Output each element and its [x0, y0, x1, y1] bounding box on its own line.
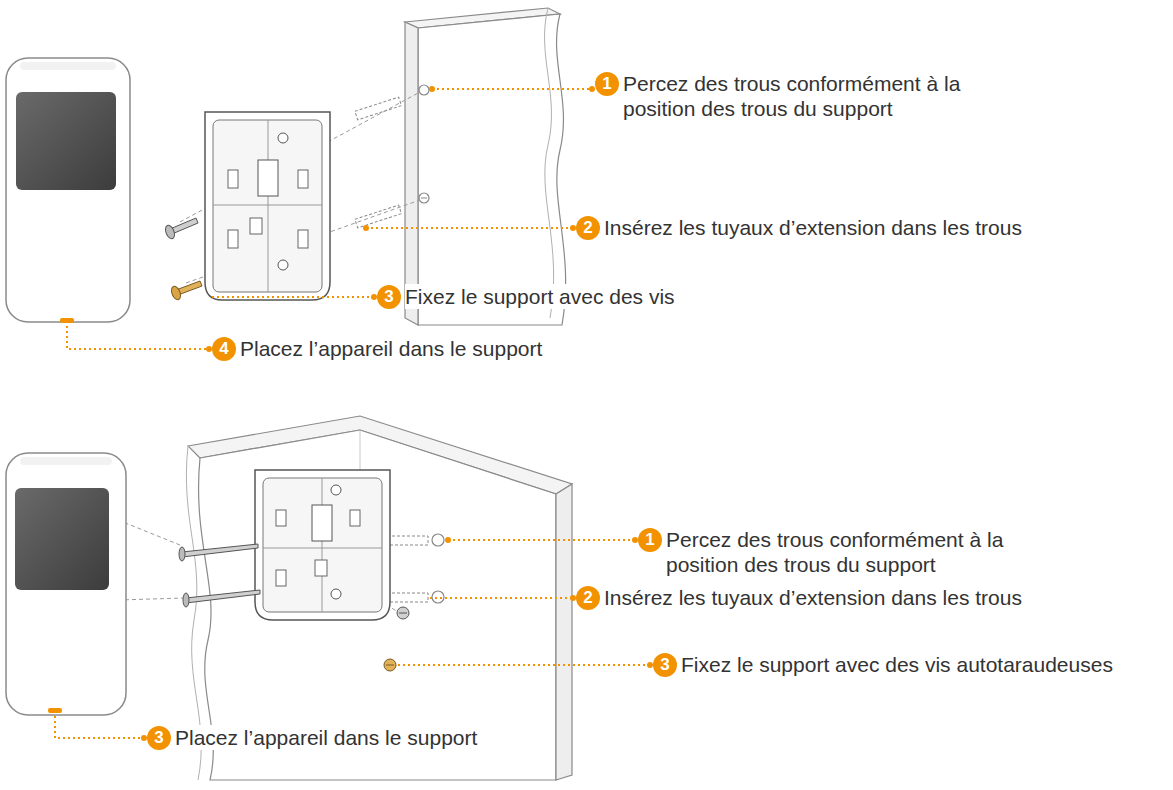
callout-step: 3Fixez le support avec des vis autotarau…	[653, 653, 1113, 677]
callout-number: 1	[595, 72, 619, 96]
wall-holes-top	[419, 85, 429, 203]
callout-step: 2Insérez les tuyaux d’extension dans les…	[576, 586, 1094, 610]
sensor-device-top	[6, 58, 130, 323]
callout-step: 1Percez des trous conformément à la posi…	[595, 72, 985, 121]
step-instruction: Insérez les tuyaux d’extension dans les …	[604, 585, 1094, 610]
callout-step: 3Fixez le support avec des vis	[377, 285, 675, 309]
callout-step: 3Placez l’appareil dans le support	[147, 726, 477, 750]
callout-step: 4Placez l’appareil dans le support	[212, 337, 542, 361]
callout-number: 3	[377, 285, 401, 309]
callout-number: 2	[576, 216, 600, 240]
step-instruction: Insérez les tuyaux d’extension dans les …	[604, 215, 1094, 240]
callout-number: 4	[212, 337, 236, 361]
callout-step: 1Percez des trous conformément à la posi…	[638, 528, 1041, 577]
step-instruction: Fixez le support avec des vis autotaraud…	[681, 652, 1113, 677]
step-instruction: Placez l’appareil dans le support	[240, 336, 542, 361]
leader-dots	[141, 86, 653, 741]
leader-lines	[55, 89, 650, 738]
wall-holes-bottom	[432, 534, 444, 603]
wall-top	[405, 8, 566, 325]
screws-top	[164, 218, 202, 301]
step-instruction: Percez des trous conformément à la posit…	[666, 527, 1041, 577]
step-instruction: Percez des trous conformément à la posit…	[623, 71, 985, 121]
bracket-bottom	[255, 470, 390, 620]
callout-number: 3	[147, 726, 171, 750]
callout-number: 2	[576, 586, 600, 610]
callout-number: 1	[638, 528, 662, 552]
step-instruction: Fixez le support avec des vis	[405, 284, 675, 309]
callout-number: 3	[653, 653, 677, 677]
bracket-top	[205, 112, 330, 300]
step-instruction: Placez l’appareil dans le support	[175, 725, 477, 750]
anchors-top	[355, 97, 402, 228]
callout-step: 2Insérez les tuyaux d’extension dans les…	[576, 216, 1094, 240]
sensor-device-bottom	[6, 453, 126, 715]
screws-bottom	[179, 544, 409, 671]
